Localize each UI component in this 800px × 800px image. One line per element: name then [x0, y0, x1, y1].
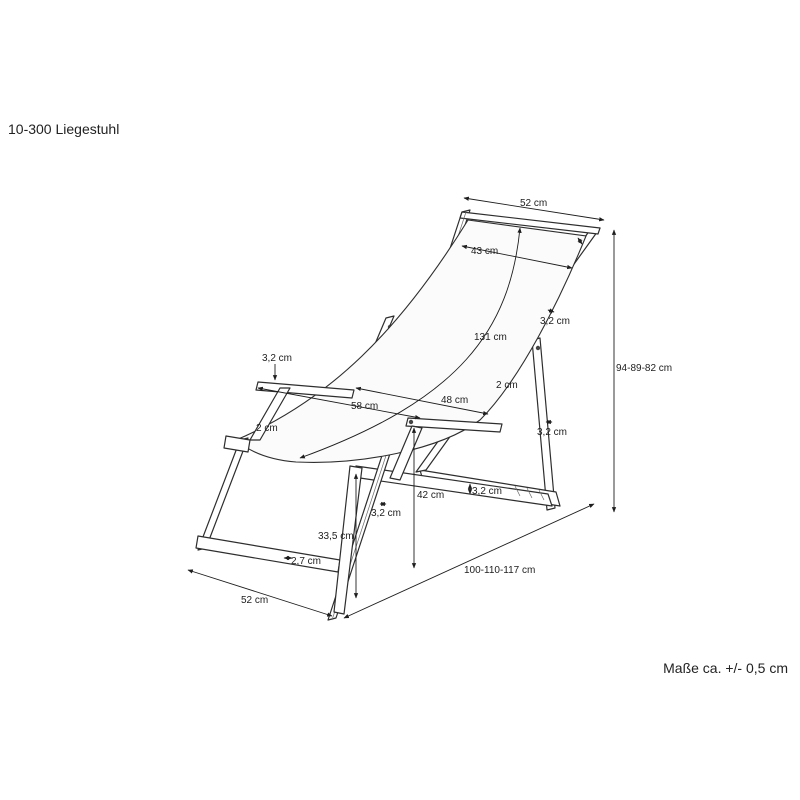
tolerance-note: Maße ca. +/- 0,5 cm [663, 660, 788, 676]
label-armrest-length: 58 cm [351, 401, 378, 412]
label-frame-thickness-left: 2 cm [256, 423, 278, 434]
label-fabric-length: 131 cm [474, 332, 507, 343]
label-front-leg-width: 3,2 cm [371, 508, 401, 519]
label-seat-height: 42 cm [417, 490, 444, 501]
label-front-height: 33,5 cm [318, 531, 354, 542]
label-height: 94-89-82 cm [616, 363, 672, 374]
label-back-frame-width: 3,2 cm [540, 316, 570, 327]
dimension-lines [187, 196, 617, 619]
label-depth: 100-110-117 cm [464, 565, 535, 576]
label-frame-thickness-middle: 2 cm [496, 380, 518, 391]
rear-notch-bars [355, 465, 561, 507]
label-back-leg-width: 3,2 cm [537, 427, 567, 438]
label-bar-thickness: 2,7 cm [291, 556, 321, 567]
label-armrest-spacing: 48 cm [441, 395, 468, 406]
label-armrest-thickness: 3,2 cm [262, 353, 292, 364]
dimension-labels: 52 cm 43 cm 131 cm 94-89-82 cm 3,2 cm 58… [241, 198, 672, 606]
label-top-width: 52 cm [520, 198, 547, 209]
drawing-title: 10-300 Liegestuhl [8, 121, 120, 137]
front-frame [195, 435, 363, 615]
label-support-thickness: 3,2 cm [472, 486, 502, 497]
label-base-width: 52 cm [241, 595, 268, 606]
label-fabric-width: 43 cm [471, 246, 498, 257]
